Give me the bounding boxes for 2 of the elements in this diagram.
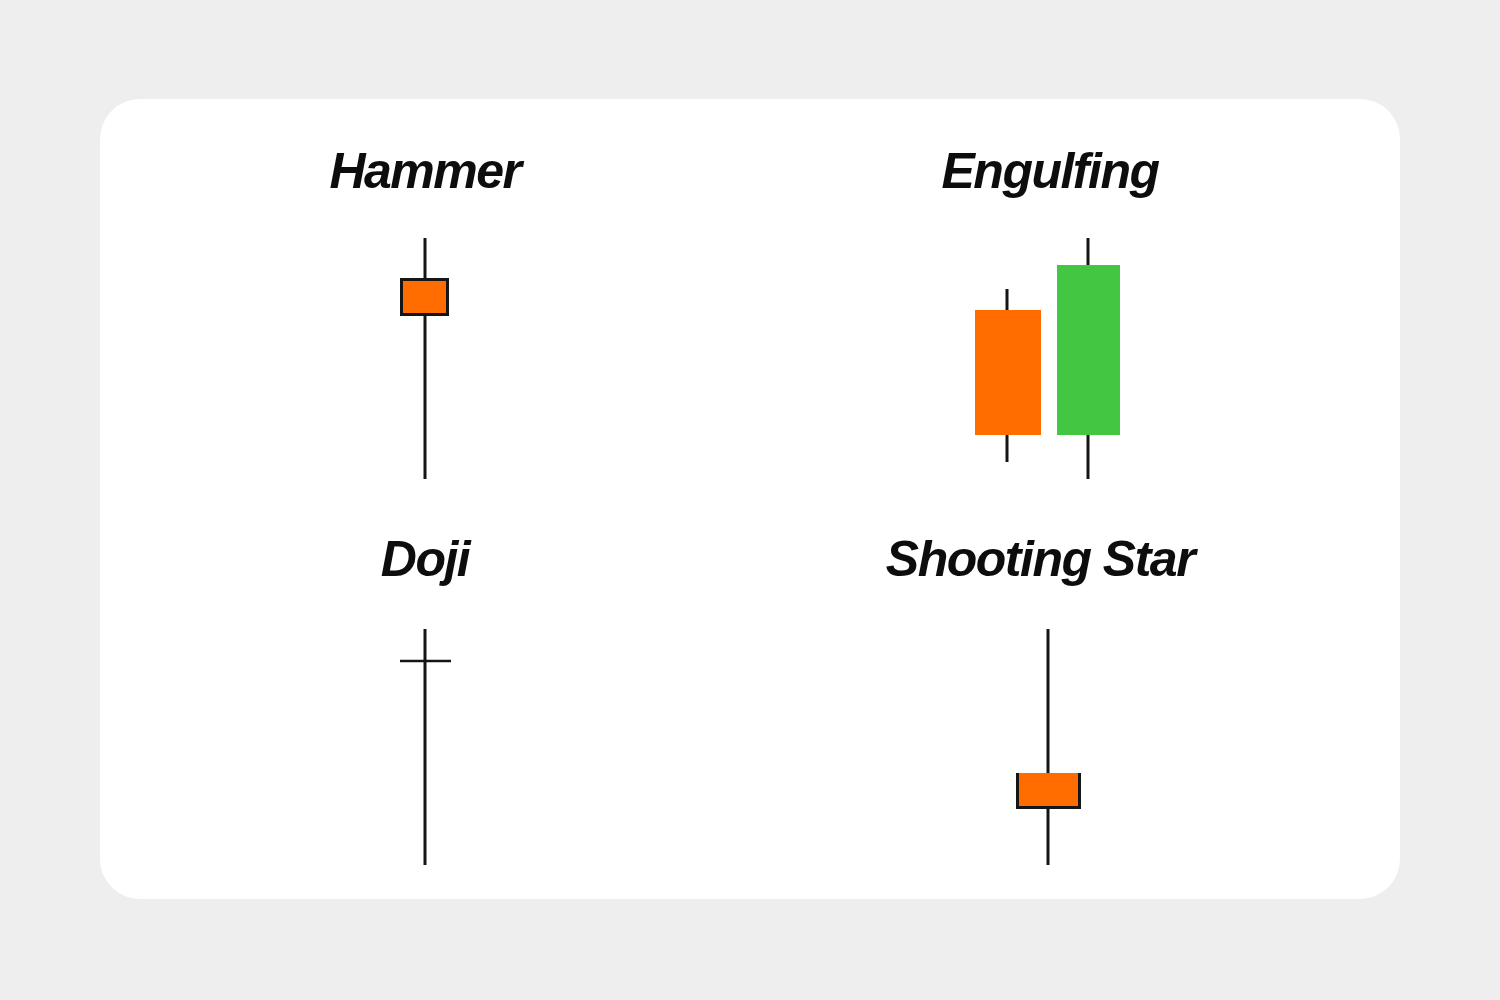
pattern-title: Engulfing [941,146,1159,196]
pattern-title: Doji [380,534,470,584]
